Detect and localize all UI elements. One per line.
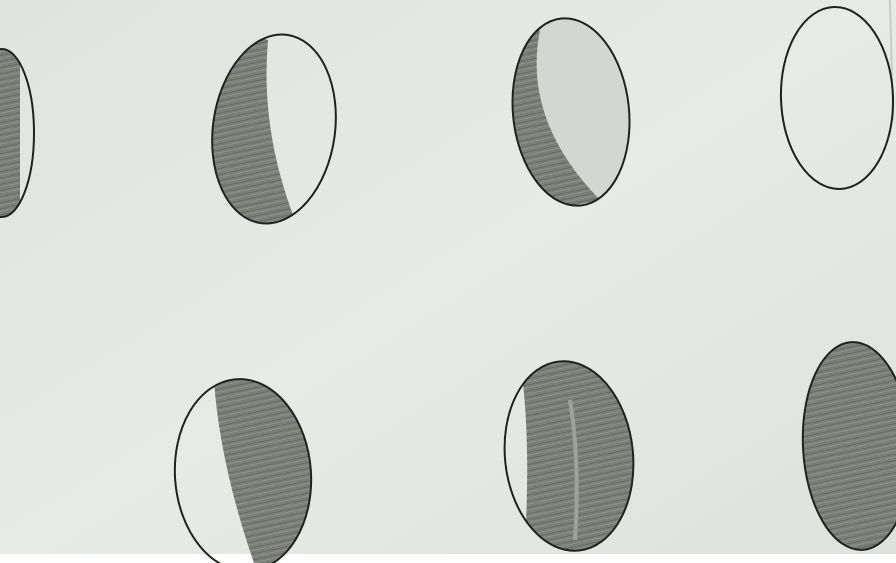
bottom-border [0,554,896,563]
